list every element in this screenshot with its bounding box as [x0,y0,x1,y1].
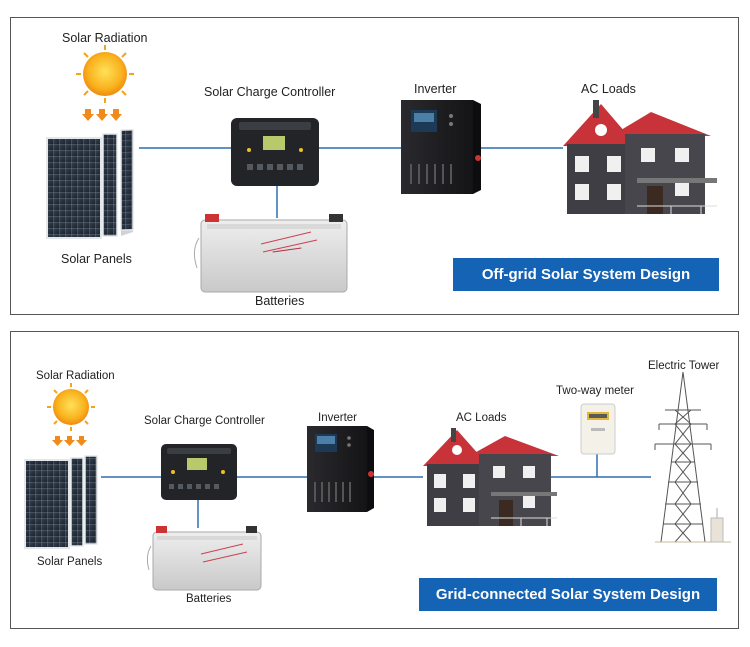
sun-arrows [82,109,122,121]
inverter-icon [401,100,481,194]
label-batteries: Batteries [186,593,232,605]
charge-controller-icon [231,118,319,186]
house-icon [423,428,559,526]
sun-icon [47,383,95,431]
label-two-way-meter: Two-way meter [556,385,634,397]
label-inverter: Inverter [414,82,457,96]
label-ac-loads: AC Loads [456,412,507,424]
house-icon [563,100,717,214]
label-batteries: Batteries [255,294,305,308]
label-solar-radiation: Solar Radiation [36,370,115,382]
tower-icon [654,371,731,543]
charge-controller-icon [161,444,237,500]
offgrid-diagram: ━━━━━━━━ [46,45,717,293]
label-charge-controller: Solar Charge Controller [204,85,336,99]
offgrid-title: Off-grid Solar System Design [453,258,719,291]
sun-icon [76,45,134,103]
battery-icon: ━━━━━━━━ [193,214,348,293]
label-charge-controller: Solar Charge Controller [144,415,265,427]
offgrid-panel: ━━━━━━━━ [10,17,739,315]
label-solar-panels: Solar Panels [61,252,132,266]
solar-panel-icon [24,455,98,549]
label-inverter: Inverter [318,412,357,424]
label-ac-loads: AC Loads [581,82,636,96]
wiring [101,454,651,528]
battery-icon [146,526,262,591]
gridtie-diagram [24,371,731,591]
svg-text:━━━━━━━━: ━━━━━━━━ [271,246,302,256]
inverter-icon [307,426,374,512]
gridtie-title: Grid-connected Solar System Design [419,578,717,611]
label-electric-tower: Electric Tower [648,360,720,372]
wiring [139,147,563,218]
sun-arrows [52,436,87,446]
solar-panel-icon [46,128,134,239]
label-solar-radiation: Solar Radiation [62,31,148,45]
label-solar-panels: Solar Panels [37,556,103,568]
meter-icon [580,403,616,455]
gridtie-panel: Solar Radiation Solar Panels Solar Charg… [10,331,739,629]
